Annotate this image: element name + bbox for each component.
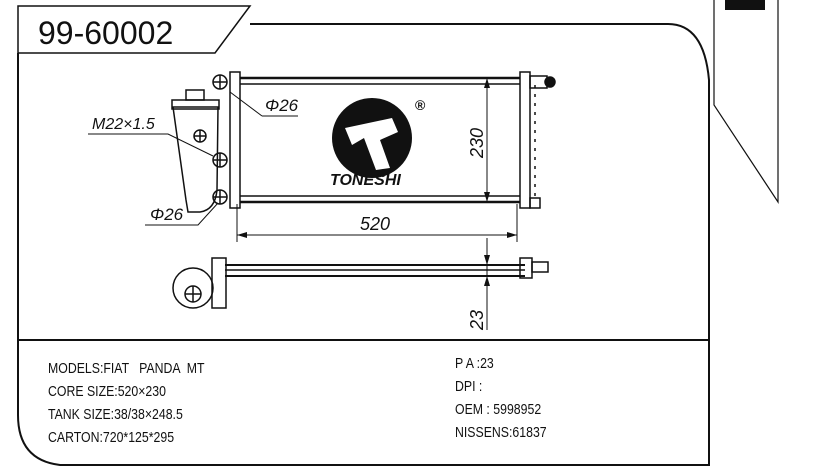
spec-dpi: DPI : [455, 378, 483, 395]
expansion-tank [172, 106, 219, 213]
corner-block [725, 0, 765, 10]
registered-mark: ® [415, 97, 426, 113]
toneshi-logo: ® TONESHI [330, 97, 426, 189]
title-tab [17, 5, 252, 54]
logo-text: TONESHI [330, 172, 401, 189]
height-dimension: 230 [467, 128, 487, 159]
thickness-dimension: 23 [467, 310, 487, 331]
spec-tank-size: TANK SIZE:38/38×248.5 [48, 406, 183, 423]
thread-label: M22×1.5 [92, 116, 155, 133]
spec-oem: OEM : 5998952 [455, 401, 542, 418]
spec-models: MODELS:FIAT PANDA MT [48, 360, 205, 377]
corner-box [713, 0, 779, 204]
spec-carton: CARTON:720*125*295 [48, 429, 175, 446]
spec-nissens: NISSENS:61837 [455, 424, 547, 441]
diameter-bottom: Φ26 [150, 205, 184, 224]
side-view-tank [172, 267, 214, 309]
spec-core-size: CORE SIZE:520×230 [48, 383, 166, 400]
diameter-top: Φ26 [265, 96, 299, 115]
left-tank [229, 71, 241, 209]
frame [17, 23, 710, 466]
spec-pa: P A :23 [455, 355, 494, 372]
width-dimension: 520 [360, 214, 390, 234]
part-number: 99-60002 [38, 15, 173, 51]
right-tank [519, 71, 531, 209]
